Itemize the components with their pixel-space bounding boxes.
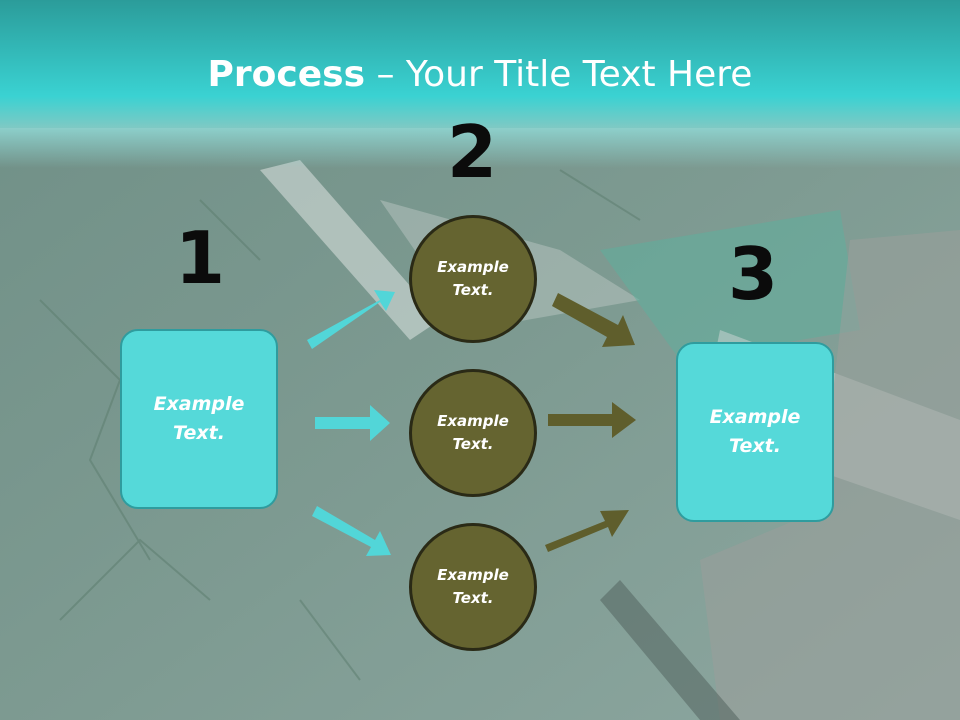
step-1-text-line1: Example [153, 393, 245, 415]
process-circle-2: Example Text. [409, 369, 537, 497]
step-3-text-line1: Example [709, 406, 801, 428]
step-1-box: Example Text. [120, 329, 278, 509]
step-1-text-line2: Text. [173, 422, 225, 444]
circle-3-line1: Example [437, 566, 509, 584]
step-number-3: 3 [727, 232, 779, 316]
circle-1-line2: Text. [452, 281, 494, 299]
circle-2-line2: Text. [452, 435, 494, 453]
step-number-1: 1 [174, 216, 226, 300]
circle-1-line1: Example [437, 258, 509, 276]
step-number-2: 2 [446, 110, 498, 194]
process-circle-1: Example Text. [409, 215, 537, 343]
step-3-box: Example Text. [676, 342, 834, 522]
process-circle-3: Example Text. [409, 523, 537, 651]
title-strong: Process [207, 54, 366, 95]
title-rest: – Your Title Text Here [365, 54, 753, 95]
circle-2-line1: Example [437, 412, 509, 430]
circle-3-line2: Text. [452, 589, 494, 607]
slide-title: Process – Your Title Text Here [0, 50, 960, 100]
step-3-text-line2: Text. [729, 435, 781, 457]
